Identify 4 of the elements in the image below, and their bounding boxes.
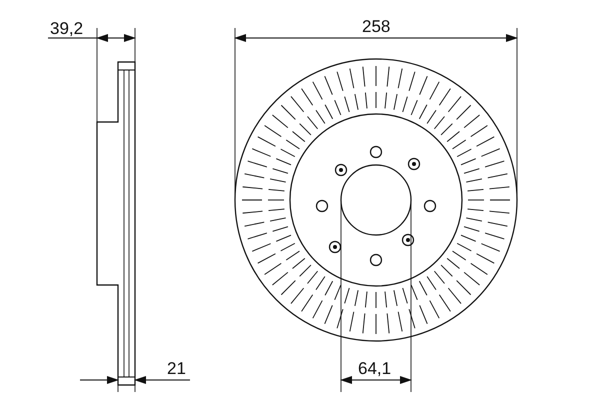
dimension-value: 258: [362, 18, 390, 36]
dimension-value: 39,2: [50, 20, 84, 38]
dimension-value: 21: [167, 360, 186, 378]
dimension-value: 64,1: [358, 360, 392, 378]
